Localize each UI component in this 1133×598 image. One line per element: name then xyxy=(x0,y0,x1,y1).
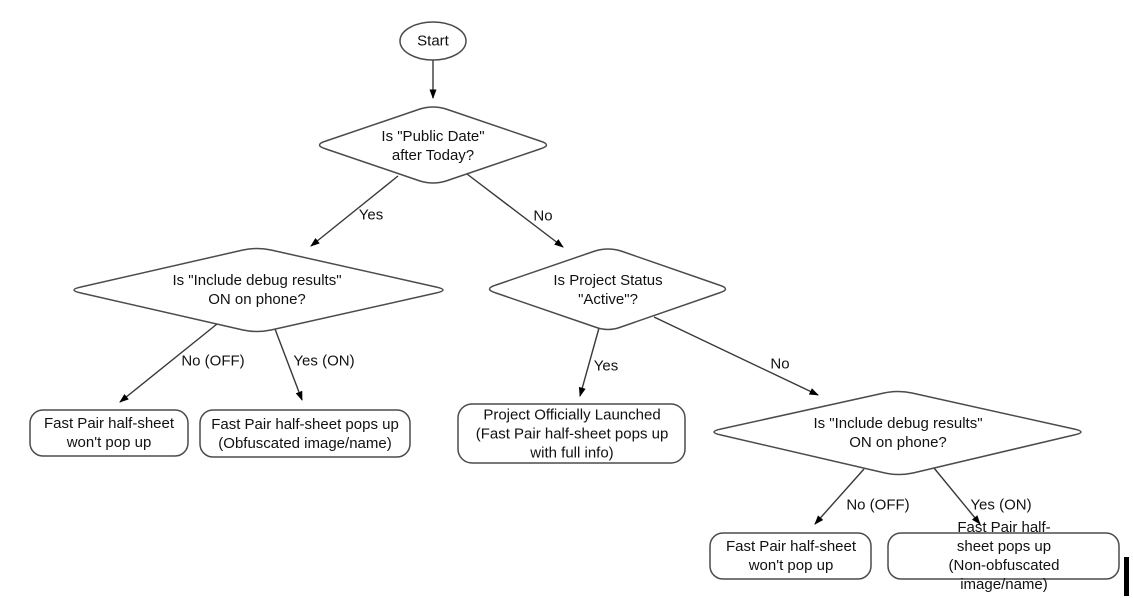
edge-project-status-no xyxy=(653,316,819,396)
edge-debug-right-no-off xyxy=(814,468,865,525)
result-non-obfuscated-shape xyxy=(887,532,1120,580)
edge-public-date-yes xyxy=(310,175,399,247)
text-cursor-bar xyxy=(1124,557,1129,596)
edge-public-date-no xyxy=(466,173,564,248)
edge-project-status-yes xyxy=(578,327,600,397)
edge-debug-left-yes-on xyxy=(274,328,303,401)
edge-debug-right-yes-on xyxy=(933,467,981,525)
start-node-shape xyxy=(399,21,467,61)
decision-debug-left-shape xyxy=(73,247,444,333)
result-launched-shape xyxy=(457,403,686,464)
decision-debug-right-shape xyxy=(713,390,1082,476)
edge-debug-left-no-off xyxy=(119,323,218,403)
result-no-popup-left-shape xyxy=(29,409,189,457)
decision-project-status-shape xyxy=(488,248,727,331)
result-no-popup-right-shape xyxy=(709,532,872,580)
result-obfuscated-shape xyxy=(199,409,411,458)
decision-public-date-shape xyxy=(318,106,548,184)
